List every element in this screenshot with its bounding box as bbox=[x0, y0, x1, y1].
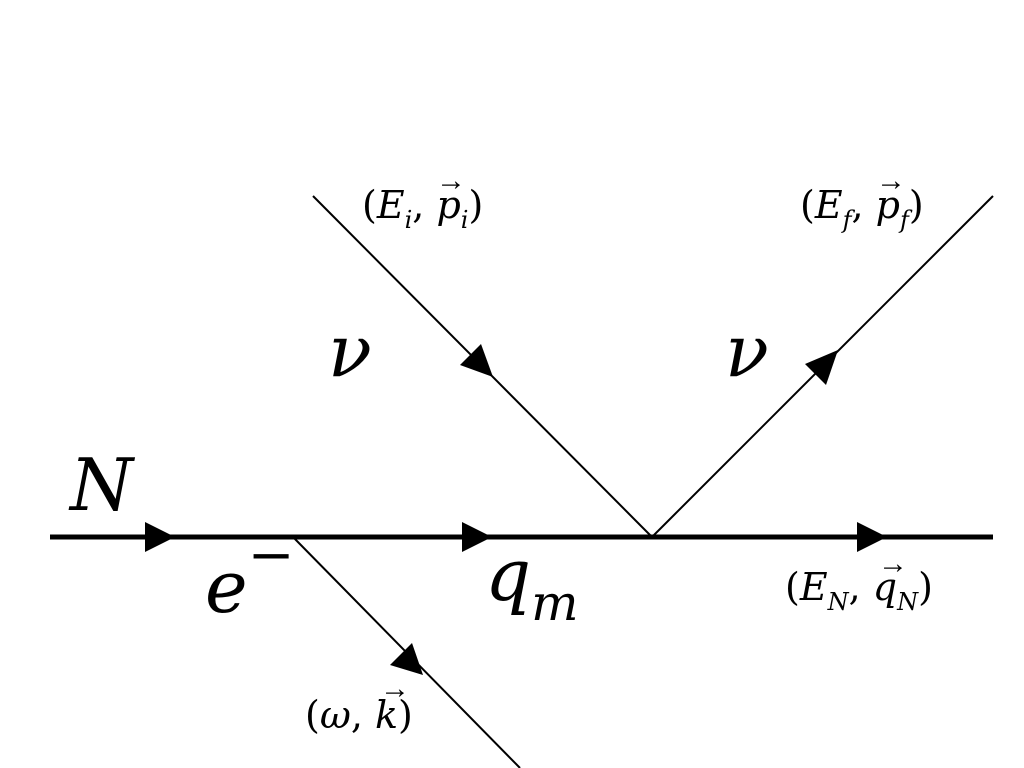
electron-charge: − bbox=[248, 523, 295, 588]
nucleus-arrow-3 bbox=[857, 522, 887, 552]
nucleus-arrow-1 bbox=[145, 522, 175, 552]
outgoing-neutrino-label: ν bbox=[725, 309, 769, 393]
nucleus-arrow-2 bbox=[462, 522, 492, 552]
momentum-transfer-label: qm bbox=[485, 533, 579, 632]
emitted-arrow bbox=[390, 643, 423, 675]
nucleus-label: N bbox=[68, 443, 136, 527]
incoming-neutrino-arrow bbox=[460, 344, 493, 377]
initial-neutrino-vector-arrow: → bbox=[436, 164, 466, 197]
initial-neutrino-kinematics: (Ei, pi) bbox=[362, 183, 483, 234]
emitted-vector-arrow: → bbox=[380, 672, 410, 705]
electron-label: e− bbox=[205, 523, 295, 629]
final-nucleus-vector-arrow: → bbox=[878, 547, 908, 580]
incoming-neutrino-label: ν bbox=[328, 309, 372, 393]
final-neutrino-vector-arrow: → bbox=[876, 164, 906, 197]
outgoing-neutrino-arrow bbox=[805, 350, 838, 385]
final-nucleus-kinematics: (EN, qN) bbox=[785, 565, 933, 616]
final-neutrino-kinematics: (Ef, pf) bbox=[800, 183, 924, 234]
emitted-kinematics: (ω, k) bbox=[305, 693, 413, 737]
